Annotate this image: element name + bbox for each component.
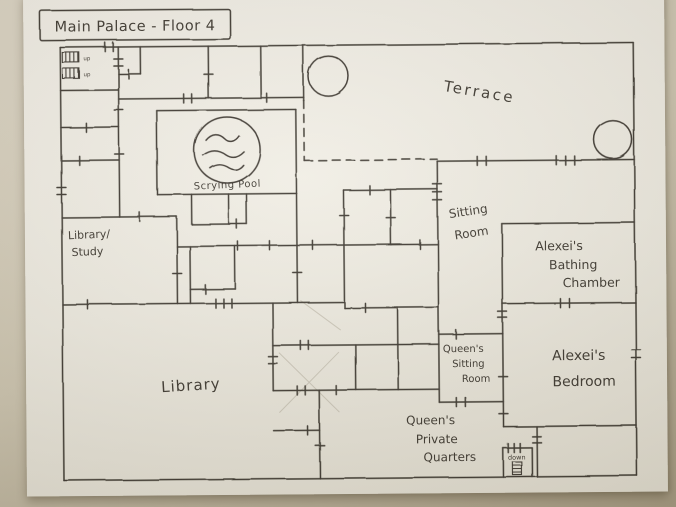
wall <box>61 301 346 306</box>
room-label-library-study: Library/ Study <box>68 227 115 259</box>
wall <box>59 41 634 49</box>
stairs-up-label: up <box>83 72 91 78</box>
wall <box>343 306 440 309</box>
wall <box>501 222 505 428</box>
wall <box>156 192 298 196</box>
stairs-up-icon <box>61 51 81 80</box>
wall <box>302 99 305 162</box>
wall <box>342 189 346 309</box>
wall <box>437 332 504 335</box>
wall <box>175 215 179 305</box>
terrace-circle-icon <box>593 119 633 160</box>
room-label-alexeis-bathing-chamber: Alexei's Bathing Chamber <box>535 238 621 291</box>
wall <box>59 46 65 482</box>
wall <box>272 388 440 392</box>
wall <box>502 424 638 428</box>
door-marks-layer <box>56 41 642 453</box>
stairs-up-label: up <box>83 56 91 62</box>
wall <box>117 46 121 218</box>
stairs-down-icon <box>511 460 523 476</box>
wall <box>176 243 439 248</box>
terrace-open-edge-dashed <box>302 99 438 162</box>
wall <box>295 192 299 304</box>
eraser-marks <box>278 300 341 413</box>
wall <box>501 221 636 225</box>
wall <box>59 89 120 92</box>
room-label-queens-private-quarters: Queen's Private Quarters <box>406 413 476 465</box>
room-label-queens-sitting-room: Queen's Sitting Room <box>443 344 491 385</box>
wall <box>156 109 159 196</box>
room-label-terrace: Terrace <box>441 77 516 107</box>
wall <box>632 41 638 477</box>
wall <box>63 474 638 482</box>
wall <box>60 126 120 129</box>
wall <box>295 108 298 195</box>
wall <box>436 158 635 162</box>
wall <box>342 188 439 191</box>
wall <box>396 306 399 391</box>
wall <box>271 301 274 392</box>
room-label-sitting-room: Sitting Room <box>448 201 496 243</box>
wall <box>438 400 505 403</box>
title-box: Main Palace - Floor 4 <box>39 8 231 42</box>
room-label-alexeis-bedroom: Alexei's Bedroom <box>552 348 616 391</box>
terrace-circle-icon <box>307 55 350 97</box>
icons-layer <box>61 51 633 476</box>
wall <box>436 160 441 403</box>
wall <box>318 389 321 480</box>
room-label-scrying-pool: Scrying Pool <box>194 179 262 193</box>
wall <box>60 215 178 219</box>
room-label-library: Library <box>161 375 221 397</box>
page-title: Main Palace - Floor 4 <box>55 18 216 35</box>
wall <box>303 158 438 162</box>
scrying-pool-icon <box>193 116 261 184</box>
wall <box>117 96 305 100</box>
walls-layer <box>59 41 638 482</box>
wall <box>156 108 297 112</box>
wall <box>60 159 120 162</box>
stairs-down-label: down <box>508 453 526 461</box>
